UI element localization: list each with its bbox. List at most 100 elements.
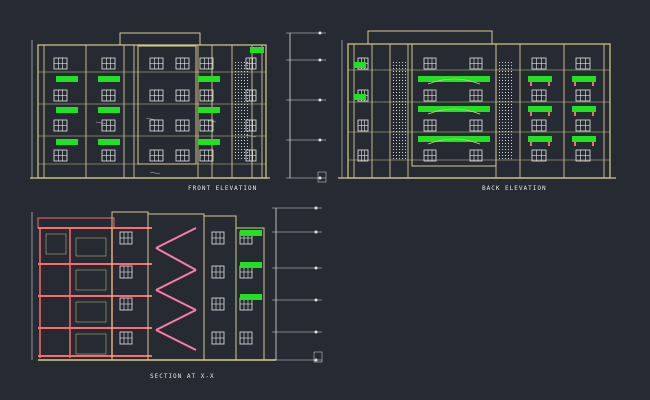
pier-hatch (499, 62, 512, 159)
hatch-dot (511, 155, 512, 156)
back-elevation (338, 30, 616, 179)
hatch-dot (241, 116, 242, 117)
stair-flight (155, 309, 197, 331)
balcony-railing (528, 136, 552, 142)
hatch-dot (241, 65, 242, 66)
hatch-dot (508, 143, 509, 144)
hatch-dot (396, 143, 397, 144)
hatch-dot (396, 119, 397, 120)
hatch-dot (247, 146, 248, 147)
hatch-dot (244, 125, 245, 126)
hatch-dot (396, 125, 397, 126)
hatch-dot (241, 155, 242, 156)
hatch-dot (244, 86, 245, 87)
hatch-dot (499, 80, 500, 81)
hatch-dot (244, 65, 245, 66)
hatch-dot (502, 131, 503, 132)
hatch-dot (235, 89, 236, 90)
balcony-arch (427, 108, 481, 115)
hatch-dot (241, 104, 242, 105)
hatch-dot (399, 83, 400, 84)
hatch-dot (241, 125, 242, 126)
hatch-dot (247, 131, 248, 132)
section-interior (75, 333, 107, 355)
hatch-dot (241, 113, 242, 114)
hatch-dot (511, 89, 512, 90)
hatch-dot (247, 116, 248, 117)
hatch-dot (396, 71, 397, 72)
hatch-dot (502, 149, 503, 150)
hatch-dot (508, 128, 509, 129)
hatch-dot (402, 74, 403, 75)
hatch-dot (393, 134, 394, 135)
hatch-dot (402, 113, 403, 114)
hatch-dot (502, 98, 503, 99)
hatch-dot (508, 137, 509, 138)
hatch-dot (399, 80, 400, 81)
hatch-dot (405, 113, 406, 114)
hatch-dot (241, 101, 242, 102)
hatch-dot (405, 134, 406, 135)
hatch-dot (405, 101, 406, 102)
hatch-dot (238, 98, 239, 99)
hatch-dot (511, 134, 512, 135)
balcony-railing (240, 294, 262, 300)
hatch-dot (511, 149, 512, 150)
hatch-dot (405, 107, 406, 108)
hatch-dot (247, 74, 248, 75)
level-marker (318, 58, 322, 62)
hatch-dot (393, 65, 394, 66)
hatch-dot (405, 77, 406, 78)
hatch-dot (244, 137, 245, 138)
hatch-dot (235, 155, 236, 156)
hatch-dot (244, 80, 245, 81)
hatch-dot (244, 146, 245, 147)
hatch-dot (396, 134, 397, 135)
hatch-dot (508, 140, 509, 141)
hatch-dot (241, 131, 242, 132)
hatch-dot (396, 68, 397, 69)
hatch-dot (511, 140, 512, 141)
hatch-dot (247, 107, 248, 108)
hatch-dot (247, 128, 248, 129)
level-marker (318, 176, 322, 180)
hatch-dot (244, 128, 245, 129)
hatch-dot (235, 128, 236, 129)
hatch-dot (511, 119, 512, 120)
hatch-dot (235, 71, 236, 72)
hatch-dot (393, 98, 394, 99)
hatch-dot (402, 131, 403, 132)
hatch-dot (502, 113, 503, 114)
level-base (317, 171, 327, 183)
hatch-dot (502, 68, 503, 69)
hatch-dot (502, 92, 503, 93)
hatch-dot (393, 119, 394, 120)
hatch-dot (405, 122, 406, 123)
hatch-dot (393, 128, 394, 129)
hatch-dot (399, 146, 400, 147)
hatch-dot (508, 155, 509, 156)
hatch-dot (244, 83, 245, 84)
hatch-dot (399, 65, 400, 66)
balcony-railing (572, 136, 596, 142)
hatch-dot (499, 146, 500, 147)
front-level-markers (286, 31, 327, 183)
hatch-dot (402, 62, 403, 63)
balcony-railing (240, 262, 262, 268)
hatch-dot (238, 62, 239, 63)
hatch-dot (244, 122, 245, 123)
level-marker (314, 298, 318, 302)
hatch-dot (502, 128, 503, 129)
hatch-dot (499, 68, 500, 69)
hatch-dot (402, 137, 403, 138)
hatch-dot (235, 125, 236, 126)
hatch-dot (247, 125, 248, 126)
hatch-dot (511, 131, 512, 132)
hatch-dot (247, 86, 248, 87)
balcony-bracket (548, 82, 550, 86)
hatch-dot (402, 89, 403, 90)
hatch-dot (499, 71, 500, 72)
hatch-dot (247, 119, 248, 120)
hatch-dot (402, 110, 403, 111)
hatch-dot (402, 158, 403, 159)
